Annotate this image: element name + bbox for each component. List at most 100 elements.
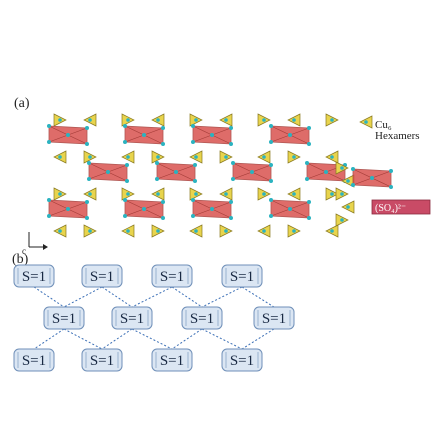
sulfur-atom [330,118,334,122]
sulfate-group [151,150,165,164]
cu-atom [66,133,70,137]
exchange-bond [241,286,275,308]
spin-box: S=1 [13,348,55,372]
spin-box-frame [111,306,153,330]
sulfur-atom [194,192,198,196]
spin-box-frame [221,348,263,372]
sulfate-group [83,150,97,164]
cu-atom [66,207,70,211]
spin-box-frame [81,348,123,372]
sulfate-group [257,113,271,127]
sulfate-group [219,224,233,238]
cu-atom [125,163,129,167]
cu-atom [305,161,309,165]
spin-box: S=1 [151,264,193,288]
cu-atom [231,161,235,165]
spin-box: S=1 [253,306,295,330]
sulfate-group [53,224,67,238]
sulfate-group [219,113,233,127]
cu-atom [307,200,311,204]
hexamer [155,161,197,183]
sulfate-group [83,187,97,201]
cu-atom [85,216,89,220]
sulfate-group [53,187,67,201]
exchange-bond [33,328,65,350]
sulfate-group [151,187,165,201]
cu-atom [85,126,89,130]
legend: Cu₆ Hexamers (SO₄)²⁻ [351,115,431,215]
spin-box: S=1 [13,264,55,288]
spin-label: S=1 [190,311,214,327]
cu-atom [142,207,146,211]
sulfur-atom [58,155,62,159]
spin-box: S=1 [43,306,85,330]
cu-atom [155,177,159,181]
sulfur-atom [340,192,344,196]
cu-atom [123,124,127,128]
spin-box: S=1 [181,306,223,330]
spin-box-frame [181,306,223,330]
cu-atom [307,216,311,220]
sulfur-atom [292,155,296,159]
crystal-structure [47,113,355,238]
exchange-bond [131,328,173,350]
spin-box: S=1 [111,306,153,330]
sulfur-atom [194,118,198,122]
spin-label: S=1 [262,311,286,327]
legend-cu-label: Cu₆ [375,119,392,131]
sulfur-atom [58,118,62,122]
sulfur-atom [156,118,160,122]
spin-label: S=1 [230,269,254,285]
spin-box: S=1 [221,264,263,288]
spin-box-frame [13,348,55,372]
hexamer [269,198,311,220]
hexamer [191,198,233,220]
spin-label: S=1 [230,353,254,369]
hexamer [47,124,89,146]
exchange-bond [63,286,103,308]
sulfate-group [53,113,67,127]
sulfur-atom [224,118,228,122]
legend-hexamer-label: Hexamers [375,130,420,142]
legend-hexamer-icon [351,167,393,189]
cu-atom [210,133,214,137]
sulfur-atom [262,192,266,196]
cu-atom [307,126,311,130]
sulfate-group [189,224,203,238]
cu-atom [142,133,146,137]
cu-atom [229,200,233,204]
sulfate-group [335,161,349,175]
spin-label: S=1 [22,353,46,369]
sulfur-atom [330,229,334,233]
sulfur-atom [262,229,266,233]
sulfur-atom [156,155,160,159]
sulfur-atom [330,192,334,196]
cu-atom [269,124,273,128]
spin-label: S=1 [52,311,76,327]
cu-atom [269,163,273,167]
exchange-bond [171,328,203,350]
cu-atom [389,169,393,173]
cu-atom [174,170,178,174]
exchange-bond [101,286,133,308]
sulfate-group [257,224,271,238]
sulfate-group [189,150,203,164]
sulfur-atom [126,192,130,196]
sulfate-group [121,224,135,238]
panel-b-label: (b) [12,252,29,267]
sulfate-group [257,187,271,201]
spin-label: S=1 [160,353,184,369]
hexamer [269,124,311,146]
cu-atom [231,177,235,181]
sulfur-atom [346,179,350,183]
cu-atom [389,185,393,189]
sulfate-group [219,187,233,201]
cu-atom [125,179,129,183]
sulfur-atom [224,192,228,196]
sulfur-atom [88,155,92,159]
spin-box: S=1 [81,264,123,288]
cu-atom [47,140,51,144]
hexamer [123,124,165,146]
